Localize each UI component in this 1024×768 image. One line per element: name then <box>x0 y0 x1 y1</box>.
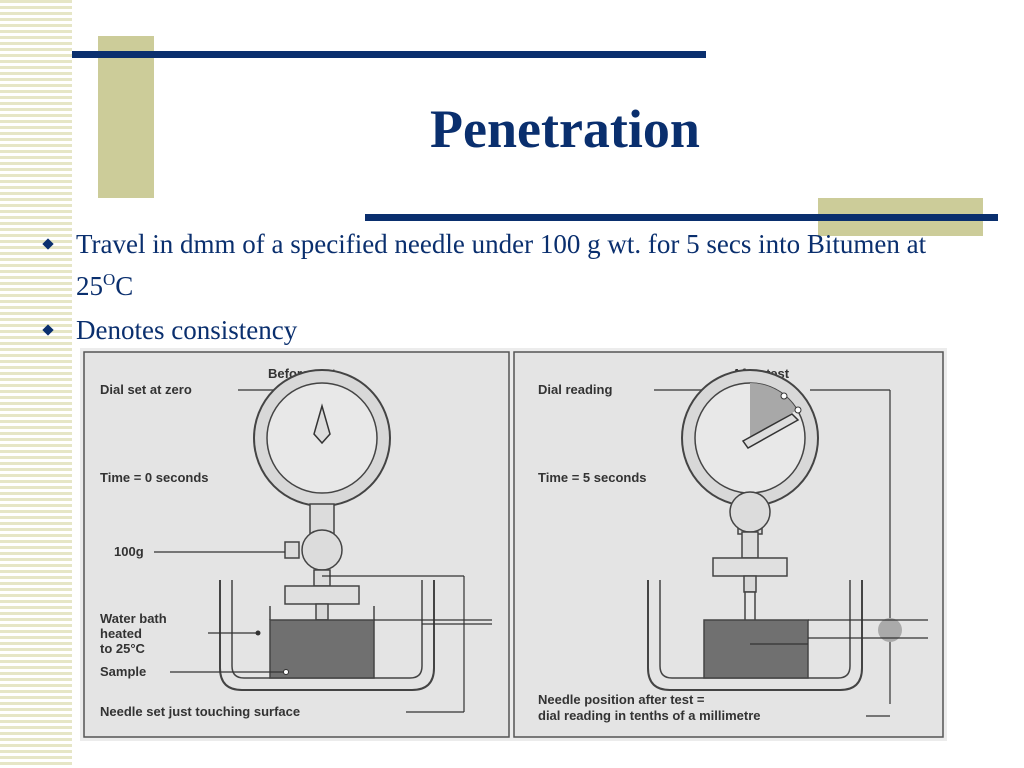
before-stem-side-block <box>284 541 300 559</box>
bullet-text-suffix: C <box>115 271 134 301</box>
before-bath-label-line3: to 25°C <box>100 641 146 656</box>
after-caption-line1: Needle position after test = <box>538 692 705 707</box>
after-bath-outer <box>647 580 863 691</box>
after-needle-holder <box>743 575 757 593</box>
after-weight-block <box>712 557 788 577</box>
after-stem-neck <box>741 531 759 559</box>
after-dial-dot-2 <box>794 406 802 414</box>
before-sample <box>269 619 375 679</box>
before-stem-knob <box>301 529 343 571</box>
before-needle-holder <box>315 603 329 621</box>
after-sample <box>703 619 809 679</box>
bullet-list: Travel in dmm of a specified needle unde… <box>40 226 960 356</box>
before-bath-outer <box>219 580 435 691</box>
before-bath-label-line1: Water bath <box>100 611 167 626</box>
after-time-label: Time = 5 seconds <box>538 470 647 485</box>
before-dial-label: Dial set at zero <box>100 382 192 397</box>
after-dial-label: Dial reading <box>538 382 612 397</box>
navy-rule-right <box>365 214 998 221</box>
after-reading-marker <box>878 618 902 642</box>
penetration-test-diagram: Before test Dial set at zero Time = 0 se… <box>80 348 947 741</box>
bullet-item: Denotes consistency <box>40 312 960 348</box>
bullet-text: Denotes consistency <box>76 315 298 345</box>
after-dial-pointer <box>741 413 800 449</box>
bullet-superscript: O <box>103 270 116 289</box>
before-weight-block <box>284 585 360 605</box>
bullet-item: Travel in dmm of a specified needle unde… <box>40 226 960 304</box>
tan-accent-bar-left <box>98 36 154 198</box>
after-dial-dot-1 <box>780 392 788 400</box>
before-time-label: Time = 0 seconds <box>100 470 209 485</box>
navy-rule-top <box>72 51 706 58</box>
after-caption-line2: dial reading in tenths of a millimetre <box>538 708 761 723</box>
slide-title: Penetration <box>430 99 700 159</box>
before-stem-upper <box>309 503 335 535</box>
bullet-diamond-icon <box>42 324 54 336</box>
before-sample-dot <box>283 669 289 675</box>
bullet-text: Travel in dmm of a specified needle unde… <box>76 229 927 301</box>
before-sample-label: Sample <box>100 664 146 679</box>
striped-margin-decoration <box>0 0 72 768</box>
before-bath-dot <box>255 630 261 636</box>
after-stem-knob <box>729 491 771 533</box>
bullet-diamond-icon <box>42 238 54 250</box>
before-needle-label: Needle set just touching surface <box>100 704 300 719</box>
before-dial-pointer <box>313 403 331 445</box>
before-stem-neck <box>313 569 331 587</box>
before-bath-label-line2: heated <box>100 626 142 641</box>
before-weight-label: 100g <box>114 544 144 559</box>
